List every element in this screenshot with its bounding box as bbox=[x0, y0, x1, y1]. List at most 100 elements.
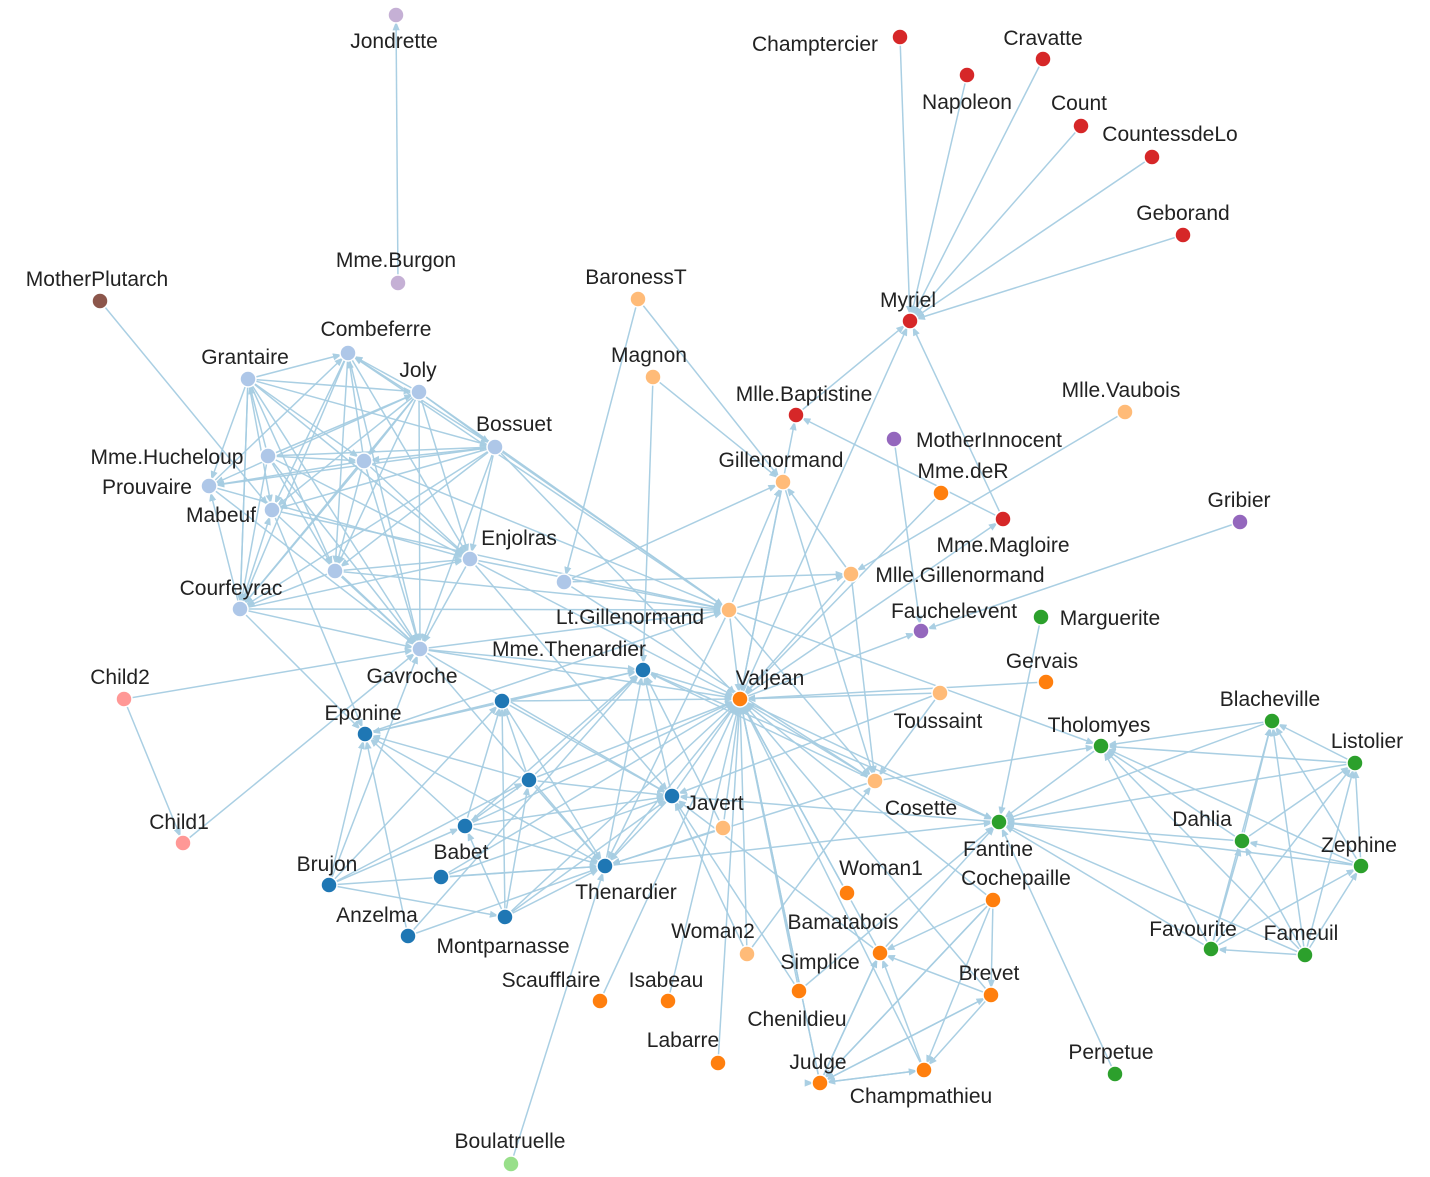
node-mmehucheloup[interactable] bbox=[259, 447, 277, 465]
edge-grantaire-courfeyrac bbox=[236, 378, 249, 610]
node-isabeau[interactable] bbox=[659, 992, 677, 1010]
node-scaufflaire[interactable] bbox=[591, 992, 609, 1010]
node-marguerite[interactable] bbox=[1032, 608, 1050, 626]
node-countessdelo[interactable] bbox=[1143, 148, 1161, 166]
node-jondrette[interactable] bbox=[387, 6, 405, 24]
node-listolier[interactable] bbox=[1346, 754, 1364, 772]
node-fantine[interactable] bbox=[990, 813, 1008, 831]
node-mmeder[interactable] bbox=[932, 484, 950, 502]
node-mmeburgon[interactable] bbox=[389, 274, 407, 292]
node-simplice[interactable] bbox=[790, 982, 808, 1000]
node-marius[interactable] bbox=[720, 601, 738, 619]
node-blacheville[interactable] bbox=[1263, 712, 1281, 730]
node-child2[interactable] bbox=[115, 690, 133, 708]
node-favourite[interactable] bbox=[1202, 940, 1220, 958]
node-mllegillenormand[interactable] bbox=[842, 565, 860, 583]
node-cravatte[interactable] bbox=[1034, 50, 1052, 68]
node-labarre[interactable] bbox=[709, 1054, 727, 1072]
edge-grantaire-enjolras bbox=[247, 378, 471, 560]
node-tholomyes[interactable] bbox=[1092, 737, 1110, 755]
node-prouvaire[interactable] bbox=[200, 477, 218, 495]
node-anzelma[interactable] bbox=[399, 927, 417, 945]
node-eponine[interactable] bbox=[356, 725, 374, 743]
node-label-isabeau: Isabeau bbox=[629, 969, 704, 992]
edge-babet-gueulemer bbox=[464, 700, 503, 827]
node-valjean[interactable] bbox=[731, 690, 749, 708]
node-champtercier[interactable] bbox=[891, 28, 909, 46]
node-bamatabois[interactable] bbox=[871, 944, 889, 962]
node-gribier[interactable] bbox=[1231, 513, 1249, 531]
node-pontmercy[interactable] bbox=[714, 819, 732, 837]
node-claquesous[interactable] bbox=[520, 771, 538, 789]
node-napoleon[interactable] bbox=[958, 66, 976, 84]
node-dahlia[interactable] bbox=[1233, 832, 1251, 850]
node-cochepaille[interactable] bbox=[984, 891, 1002, 909]
node-toussaint[interactable] bbox=[931, 684, 949, 702]
node-fauchelevent[interactable] bbox=[912, 622, 930, 640]
node-combeferre[interactable] bbox=[339, 344, 357, 362]
node-baronesst[interactable] bbox=[629, 290, 647, 308]
edge-gribier-fauchelevent bbox=[920, 521, 1241, 632]
node-motherplutarch[interactable] bbox=[91, 292, 109, 310]
node-myriel[interactable] bbox=[901, 312, 919, 330]
edge-joly-courfeyrac bbox=[239, 391, 420, 610]
node-ltgillenormand[interactable] bbox=[555, 573, 573, 591]
node-woman1[interactable] bbox=[838, 884, 856, 902]
node-boulatruelle[interactable] bbox=[502, 1155, 520, 1173]
node-mmemagloire[interactable] bbox=[994, 510, 1012, 528]
node-babet[interactable] bbox=[456, 817, 474, 835]
node-gavroche[interactable] bbox=[411, 640, 429, 658]
node-gillenormand[interactable] bbox=[774, 473, 792, 491]
edge-joly-prouvaire bbox=[208, 391, 420, 487]
node-child1[interactable] bbox=[174, 834, 192, 852]
edge-combeferre-mabeuf bbox=[271, 352, 349, 511]
node-geborand[interactable] bbox=[1174, 226, 1192, 244]
edge-montparnasse-valjean bbox=[504, 698, 741, 918]
edge-mmehucheloup-courfeyrac bbox=[239, 455, 269, 610]
node-bahorel[interactable] bbox=[326, 562, 344, 580]
node-gervais[interactable] bbox=[1037, 673, 1055, 691]
node-mllebaptistine[interactable] bbox=[787, 406, 805, 424]
edge-baronesst-ltgillenormand bbox=[563, 298, 639, 583]
node-label-perpetue: Perpetue bbox=[1068, 1041, 1153, 1064]
edge-ltgillenormand-mllegillenormand bbox=[563, 570, 852, 583]
edge-chenildieu-champmathieu bbox=[819, 1068, 925, 1084]
node-enjolras[interactable] bbox=[461, 550, 479, 568]
node-zephine[interactable] bbox=[1352, 857, 1370, 875]
node-thenardier[interactable] bbox=[596, 857, 614, 875]
node-motherinnocent[interactable] bbox=[885, 430, 903, 448]
edge-champtercier-myriel bbox=[899, 36, 914, 322]
edge-brujon-gueulemer bbox=[328, 700, 503, 886]
node-javert[interactable] bbox=[663, 787, 681, 805]
node-feuilly[interactable] bbox=[355, 452, 373, 470]
node-brujon[interactable] bbox=[320, 876, 338, 894]
node-cosette[interactable] bbox=[866, 772, 884, 790]
node-champmathieu[interactable] bbox=[915, 1061, 933, 1079]
edge-marius-gillenormand bbox=[728, 481, 784, 611]
node-label-valjean: Valjean bbox=[736, 667, 805, 690]
node-brevet[interactable] bbox=[982, 986, 1000, 1004]
node-grantaire[interactable] bbox=[239, 370, 257, 388]
edge-brujon-montparnasse bbox=[328, 884, 506, 918]
node-courfeyrac[interactable] bbox=[231, 600, 249, 618]
node-count[interactable] bbox=[1072, 117, 1090, 135]
node-fameuil[interactable] bbox=[1296, 946, 1314, 964]
node-perpetue[interactable] bbox=[1106, 1065, 1124, 1083]
edge-scaufflaire-valjean bbox=[599, 698, 741, 1002]
node-magnon[interactable] bbox=[644, 368, 662, 386]
node-gueulemer[interactable] bbox=[493, 692, 511, 710]
node-woman2[interactable] bbox=[738, 945, 756, 963]
node-montparnasse[interactable] bbox=[496, 908, 514, 926]
node-mmethenardier[interactable] bbox=[634, 661, 652, 679]
node-babet2[interactable] bbox=[432, 868, 450, 886]
node-mllevaubois[interactable] bbox=[1116, 403, 1134, 421]
edge-joly-feuilly bbox=[363, 391, 420, 462]
edge-montparnasse-thenardier bbox=[504, 865, 606, 918]
node-mabeuf[interactable] bbox=[263, 501, 281, 519]
node-label-enjolras: Enjolras bbox=[481, 527, 557, 550]
node-judge[interactable] bbox=[811, 1074, 829, 1092]
node-joly[interactable] bbox=[410, 383, 428, 401]
edge-mllegillenormand-gillenormand bbox=[782, 481, 852, 575]
node-bossuet[interactable] bbox=[486, 438, 504, 456]
edge-bossuet-enjolras bbox=[469, 446, 496, 560]
